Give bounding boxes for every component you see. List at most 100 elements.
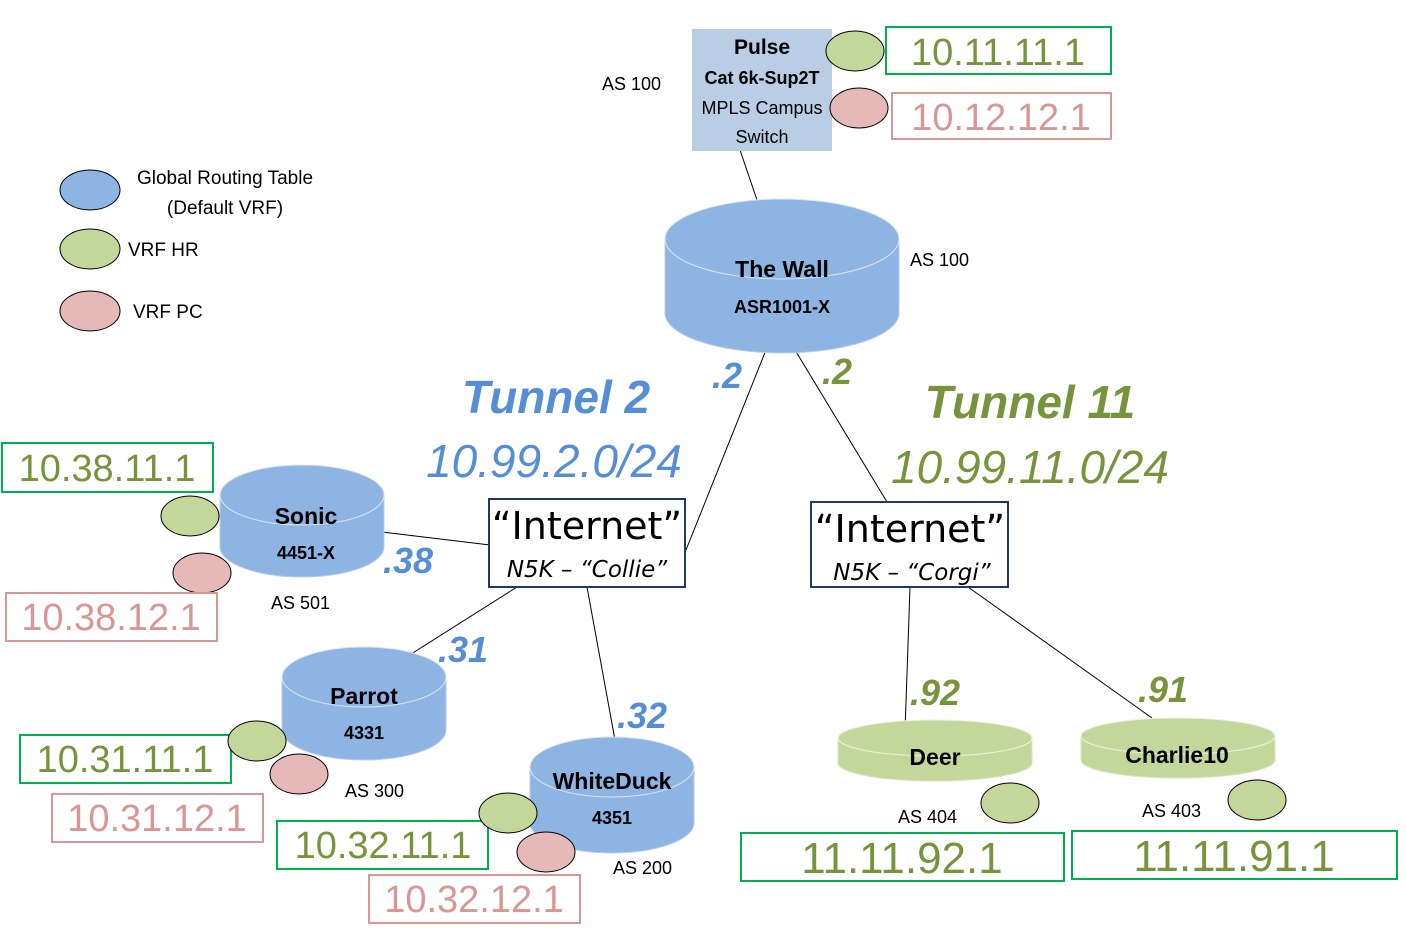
pulse-desc-line2: Switch xyxy=(735,127,788,147)
legend-pc-swatch xyxy=(59,290,121,332)
wall-name: The Wall xyxy=(735,256,829,282)
deer-hr-vrf xyxy=(980,782,1040,824)
collie-subtitle: N5K – “Collie” xyxy=(507,557,668,583)
collie-switch: “Internet” N5K – “Collie” xyxy=(488,498,686,588)
whiteduck-cylinder-top xyxy=(529,736,695,798)
pulse-name: Pulse xyxy=(734,36,790,59)
sonic-router: 10.38.11.1 Sonic 4451-X AS 501 .38 10.38… xyxy=(1,442,433,642)
wall-right-address: .2 xyxy=(822,351,852,392)
whiteduck-hr-ip-box xyxy=(276,820,489,870)
charlie10-name: Charlie10 xyxy=(1125,742,1229,768)
parrot-as: AS 300 xyxy=(345,781,404,801)
deer-address: .92 xyxy=(910,672,960,713)
corgi-subtitle: N5K – “Corgi” xyxy=(833,560,992,586)
pulse-as: AS 100 xyxy=(602,74,661,94)
pulse-hr-ip: 10.11.11.1 xyxy=(911,32,1085,74)
collie-box xyxy=(488,498,686,588)
charlie10-hr-ip: 11.11.91.1 xyxy=(1133,832,1334,881)
link-sonic-collie xyxy=(381,531,491,546)
deer-cylinder-top xyxy=(837,719,1033,757)
charlie10-address: .91 xyxy=(1138,669,1188,710)
sonic-cylinder-top xyxy=(219,464,385,526)
pulse-box xyxy=(692,29,832,151)
corgi-switch: “Internet” N5K – “Corgi” xyxy=(810,501,1009,588)
pulse-pc-ip-box xyxy=(891,92,1112,140)
whiteduck-name: WhiteDuck xyxy=(553,768,672,794)
parrot-pc-ip-box xyxy=(51,793,264,843)
the-wall-router: The Wall ASR1001-X AS 100 .2 .2 xyxy=(664,198,969,396)
parrot-hr-ip-box xyxy=(19,734,232,784)
parrot-pc-ip: 10.31.12.1 xyxy=(67,798,247,840)
legend-hr-swatch xyxy=(59,228,121,270)
whiteduck-hr-ip: 10.32.11.1 xyxy=(295,825,472,867)
pulse-hr-vrf xyxy=(825,30,885,72)
whiteduck-address: .32 xyxy=(617,695,667,736)
wall-cylinder-top xyxy=(664,198,900,280)
deer-as: AS 404 xyxy=(898,807,957,827)
deer-hr-ip: 11.11.92.1 xyxy=(801,834,1002,883)
pulse-model: Cat 6k-Sup2T xyxy=(704,68,819,88)
sonic-pc-vrf xyxy=(172,552,232,594)
tunnel11-subnet: 10.99.11.0/24 xyxy=(891,441,1169,493)
legend-global-sublabel: (Default VRF) xyxy=(167,198,283,219)
legend-global-swatch xyxy=(59,169,121,211)
corgi-title: “Internet” xyxy=(815,507,1005,551)
charlie10-hr-ip-box xyxy=(1071,830,1398,880)
parrot-hr-ip: 10.31.11.1 xyxy=(37,739,214,781)
sonic-model: 4451-X xyxy=(277,543,335,563)
sonic-pc-ip-box xyxy=(5,592,218,642)
links xyxy=(381,149,1153,741)
wall-as: AS 100 xyxy=(910,250,969,270)
charlie10-router: Charlie10 .91 AS 403 11.11.91.1 xyxy=(1071,669,1398,881)
link-deer-corgi xyxy=(904,586,911,732)
charlie10-as: AS 403 xyxy=(1142,801,1201,821)
parrot-cylinder-top xyxy=(281,646,447,708)
parrot-model: 4331 xyxy=(344,723,384,743)
tunnel2-title: Tunnel 2 xyxy=(462,371,651,423)
collie-title: “Internet” xyxy=(492,504,682,548)
link-parrot-collie xyxy=(407,586,518,657)
sonic-name: Sonic xyxy=(275,503,338,529)
whiteduck-router: WhiteDuck 4351 .32 10.32.11.1 AS 200 10.… xyxy=(276,695,695,924)
wall-model: ASR1001-X xyxy=(734,297,830,317)
whiteduck-as: AS 200 xyxy=(613,858,672,878)
charlie10-hr-vrf xyxy=(1227,779,1287,821)
legend-hr-label: VRF HR xyxy=(128,240,199,261)
sonic-as: AS 501 xyxy=(271,593,330,613)
whiteduck-pc-ip: 10.32.12.1 xyxy=(384,879,564,921)
link-wall-corgi xyxy=(794,349,888,503)
sonic-hr-ip: 10.38.11.1 xyxy=(19,448,196,490)
parrot-name: Parrot xyxy=(330,683,398,709)
whiteduck-hr-vrf xyxy=(478,792,538,834)
sonic-hr-ip-box xyxy=(1,442,214,493)
deer-router: Deer .92 AS 404 11.11.92.1 xyxy=(740,672,1065,883)
parrot-address: .31 xyxy=(438,629,488,670)
sonic-hr-vrf xyxy=(160,495,220,537)
parrot-router: Parrot 4331 .31 10.31.11.1 AS 300 10.31.… xyxy=(19,629,488,843)
corgi-box xyxy=(810,501,1009,588)
legend: Global Routing Table (Default VRF) VRF H… xyxy=(59,168,313,332)
parrot-pc-vrf xyxy=(269,753,329,795)
pulse-pc-vrf xyxy=(829,87,889,129)
pulse-pc-ip: 10.12.12.1 xyxy=(911,97,1091,139)
link-charlie-corgi xyxy=(967,586,1153,719)
pulse-desc-line1: MPLS Campus xyxy=(701,98,822,118)
sonic-address: .38 xyxy=(383,540,433,581)
tunnel2-subnet: 10.99.2.0/24 xyxy=(426,435,682,487)
link-wall-collie xyxy=(685,349,767,551)
whiteduck-pc-vrf xyxy=(516,831,576,873)
whiteduck-pc-ip-box xyxy=(368,874,581,924)
tunnel11-title: Tunnel 11 xyxy=(925,376,1135,428)
link-whiteduck-collie xyxy=(586,586,616,741)
charlie10-cylinder-top xyxy=(1080,717,1276,755)
sonic-pc-ip: 10.38.12.1 xyxy=(21,597,201,639)
whiteduck-model: 4351 xyxy=(592,808,632,828)
pulse-switch: Pulse Cat 6k-Sup2T MPLS Campus Switch AS… xyxy=(602,26,1112,151)
legend-global-label: Global Routing Table xyxy=(137,168,313,189)
wall-left-address: .2 xyxy=(712,355,742,396)
pulse-hr-ip-box xyxy=(885,26,1112,75)
parrot-hr-vrf xyxy=(227,720,287,762)
deer-name: Deer xyxy=(909,744,960,770)
legend-pc-label: VRF PC xyxy=(133,302,203,323)
